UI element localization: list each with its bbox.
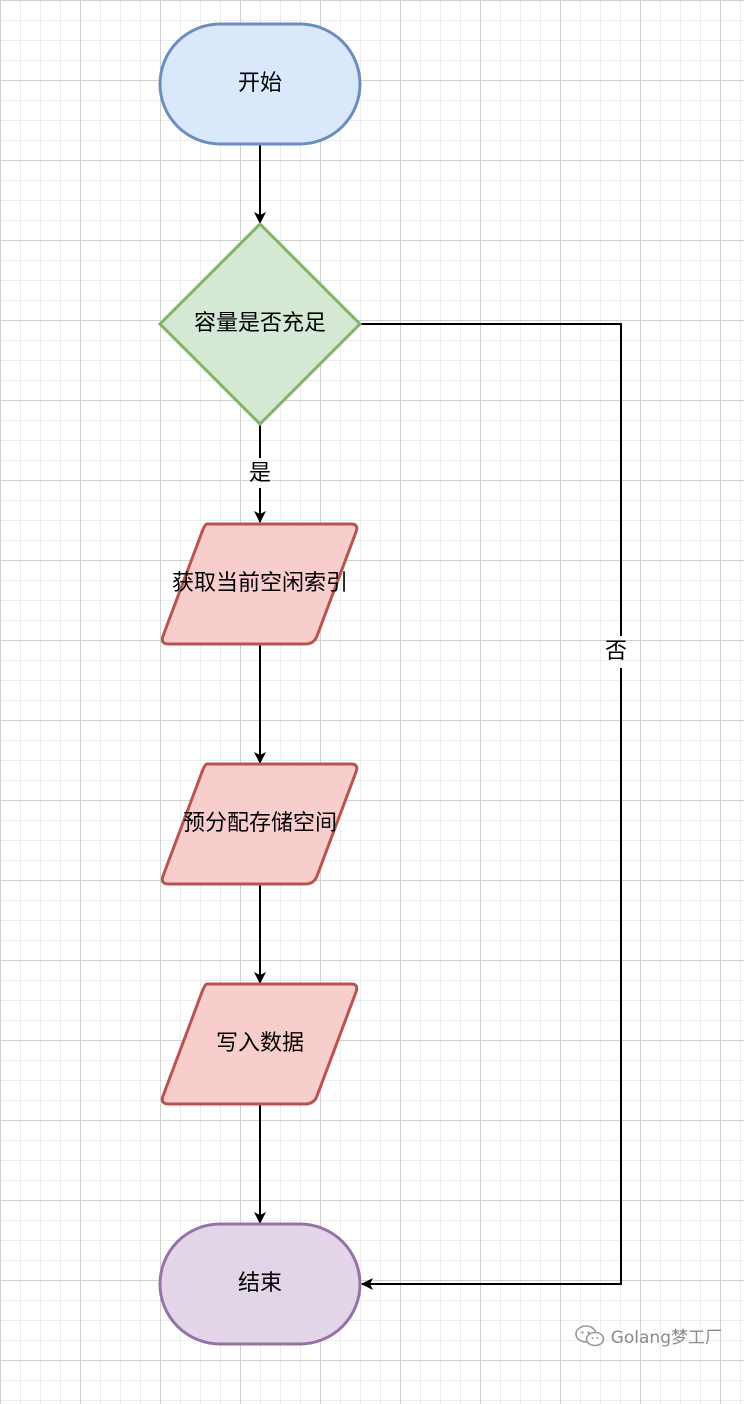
node-write[interactable]: 写入数据 <box>160 982 359 1106</box>
node-start-label: 开始 <box>238 71 282 96</box>
node-prealloc-shape <box>160 762 359 886</box>
node-decision[interactable]: 容量是否充足 <box>157 221 363 427</box>
edge-decision-no-upper <box>360 323 622 636</box>
node-prealloc-label: 预分配存储空间 <box>183 811 337 836</box>
node-end[interactable]: 结束 <box>158 1222 362 1346</box>
node-end-label: 结束 <box>238 1271 282 1296</box>
edge-decision-no-lower <box>361 668 622 1290</box>
node-prealloc[interactable]: 预分配存储空间 <box>160 762 359 886</box>
edge-label-yes: 是 <box>249 461 271 486</box>
node-decision-label: 容量是否充足 <box>194 311 326 336</box>
node-get-index-label: 获取当前空闲索引 <box>172 571 348 596</box>
watermark: Golang梦工厂 <box>574 1323 722 1348</box>
node-get-index[interactable]: 获取当前空闲索引 <box>160 522 359 646</box>
node-start[interactable]: 开始 <box>158 22 362 146</box>
node-decision-shape <box>157 221 363 427</box>
edges <box>254 144 622 1290</box>
node-get-index-shape <box>160 522 359 646</box>
edge-label-no: 否 <box>605 639 627 664</box>
node-end-shape <box>158 1222 362 1346</box>
wechat-icon <box>574 1324 605 1346</box>
node-write-shape <box>160 982 359 1106</box>
watermark-text: Golang梦工厂 <box>610 1328 722 1348</box>
node-write-label: 写入数据 <box>216 1031 304 1056</box>
node-start-shape <box>158 22 362 146</box>
